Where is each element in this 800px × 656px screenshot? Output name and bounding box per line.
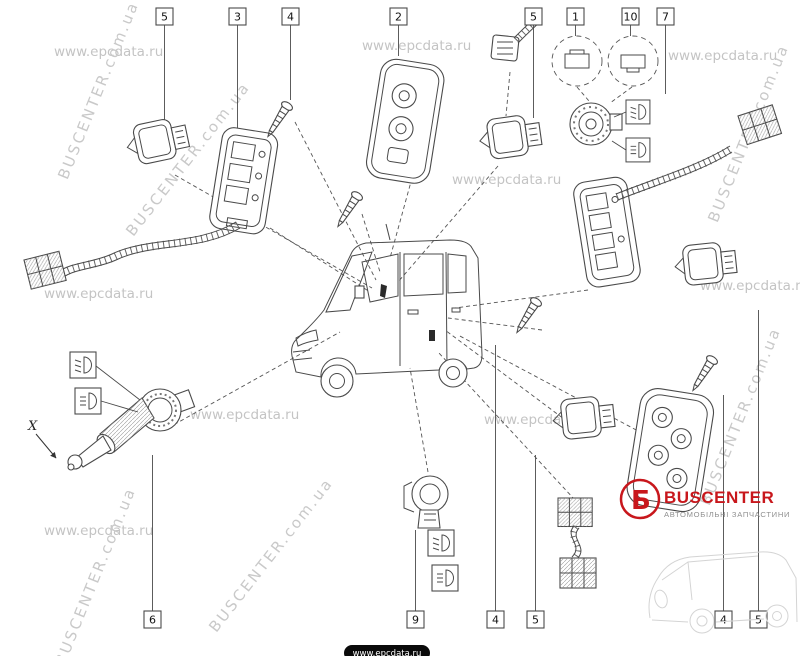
part-switch-panel-2 (365, 58, 445, 184)
switch-location-marker-door (429, 330, 435, 341)
callout-top-2[interactable]: 2 (389, 7, 408, 26)
footer-badge-text: www.epcdata.ru (353, 649, 422, 656)
screw-4-d (687, 353, 720, 395)
callout-top-5a[interactable]: 5 (155, 7, 174, 26)
svg-text:4: 4 (287, 11, 294, 24)
connector-pair (557, 497, 597, 589)
svg-text:2: 2 (395, 11, 402, 24)
svg-text:5: 5 (532, 614, 539, 627)
part-switch-panel-7 (573, 104, 783, 288)
part-switch-panel-3 (23, 127, 279, 290)
watermark-epcdata: www.epcdata.ru (362, 38, 471, 54)
callout-bottom-4b[interactable]: 4 (714, 610, 733, 629)
svg-text:9: 9 (412, 614, 419, 627)
svg-text:7: 7 (662, 11, 669, 24)
callout-top-7[interactable]: 7 (656, 7, 675, 26)
callout-top-5b[interactable]: 5 (524, 7, 543, 26)
svg-text:5: 5 (530, 11, 537, 24)
harness-connector-3 (23, 250, 67, 290)
callout-top-4[interactable]: 4 (281, 7, 300, 26)
watermark-buscenter: BUSCENTER.com.ua (51, 484, 139, 656)
svg-text:1: 1 (572, 11, 579, 24)
watermark-epcdata: www.epcdata.ru (668, 48, 777, 64)
detail-circle-10 (607, 35, 659, 87)
watermark-epcdata: www.epcdata.ru (700, 278, 800, 294)
dashed-pointer-lines (167, 71, 656, 501)
callout-boxes: 5 3 4 2 5 1 10 7 6 9 4 5 4 5 (143, 7, 768, 629)
detail-circle-1 (551, 35, 603, 87)
van-sketch-decoration (648, 551, 798, 634)
svg-text:6: 6 (149, 614, 156, 627)
callout-bottom-4a[interactable]: 4 (486, 610, 505, 629)
vehicle-drawing (291, 223, 483, 398)
wiring-harness-3 (57, 221, 241, 279)
low-beam-icon (69, 351, 97, 379)
x-label: X (27, 419, 38, 434)
buscenter-logo-icon (619, 478, 661, 520)
callout-bottom-9[interactable]: 9 (406, 610, 425, 629)
svg-text:5: 5 (755, 614, 762, 627)
low-beam-icon (625, 99, 651, 125)
high-beam-icon (625, 137, 651, 163)
watermark-epcdata: www.epcdata.ru (54, 44, 163, 60)
screw-4-b (332, 189, 365, 231)
part-barrel-switch-7 (569, 102, 623, 146)
buscenter-logo: Б BUSCENTER АВТОМОБІЛЬНІ ЗАПЧАСТИНИ (619, 478, 790, 520)
watermark-epcdata: www.epcdata.ru (44, 523, 153, 539)
svg-text:4: 4 (720, 614, 727, 627)
buscenter-logo-brand: BUSCENTER (664, 488, 774, 507)
svg-text:5: 5 (161, 11, 168, 24)
watermark-buscenter: BUSCENTER.com.ua (205, 474, 337, 635)
svg-text:10: 10 (624, 11, 638, 24)
buscenter-logo-tagline: АВТОМОБІЛЬНІ ЗАПЧАСТИНИ (664, 510, 790, 519)
callout-top-10[interactable]: 10 (621, 7, 640, 26)
callout-top-3[interactable]: 3 (228, 7, 247, 26)
part-switch-9 (403, 475, 449, 529)
part-switch-clip-5-top (476, 112, 544, 162)
callout-bottom-6[interactable]: 6 (143, 610, 162, 629)
high-beam-icon (431, 564, 459, 592)
watermark-buscenter: BUSCENTER.com.ua (54, 0, 142, 182)
footer-watermark-badge: www.epcdata.ru (344, 645, 430, 656)
watermark-epcdata: www.epcdata.ru (452, 172, 561, 188)
callout-bottom-5a[interactable]: 5 (526, 610, 545, 629)
low-beam-icon (427, 529, 455, 557)
watermark-epcdata: www.epcdata.ru (190, 407, 299, 423)
watermark-epcdata: www.epcdata.ru (44, 286, 153, 302)
svg-text:4: 4 (492, 614, 499, 627)
x-dimension-marker: X (27, 419, 57, 459)
part-stalk-switch-6 (67, 388, 196, 471)
callout-leader-lines (152, 25, 759, 611)
switch-location-marker-steering (380, 284, 387, 298)
high-beam-icon (74, 387, 102, 415)
svg-text:3: 3 (234, 11, 241, 24)
callout-top-1[interactable]: 1 (566, 7, 585, 26)
buscenter-logo-initial: Б (631, 486, 651, 516)
